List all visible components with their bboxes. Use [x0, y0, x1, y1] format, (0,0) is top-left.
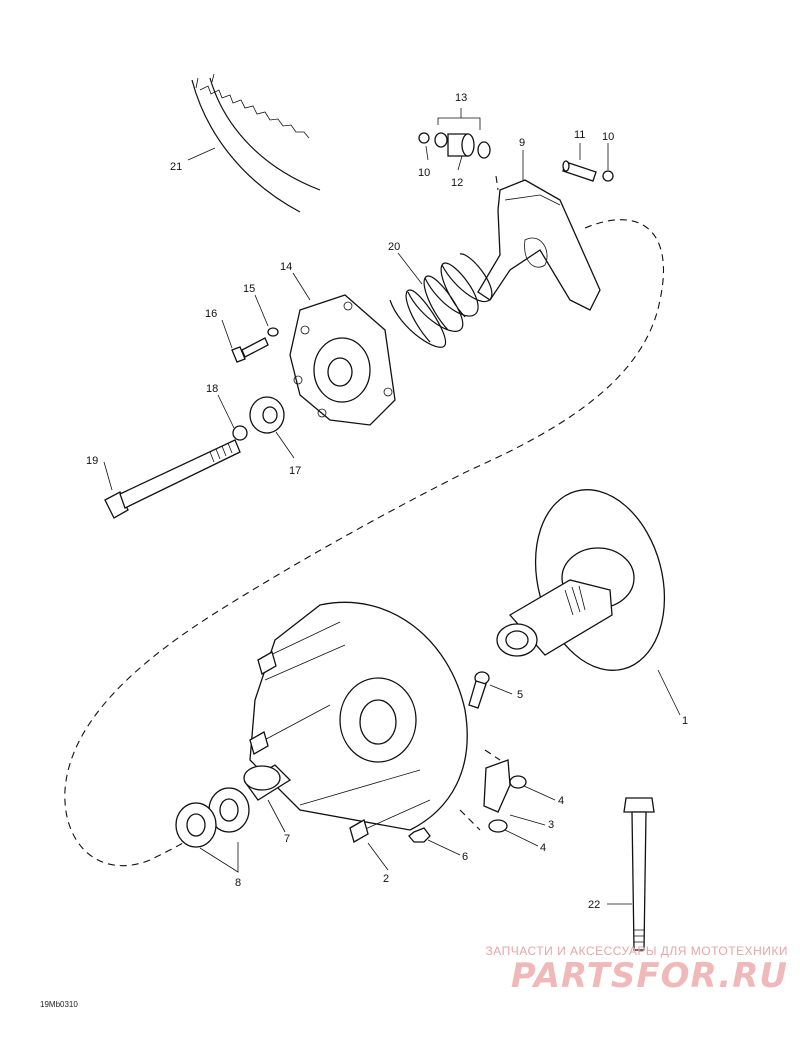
roller-set	[408, 749, 527, 843]
roller-pin	[562, 160, 614, 182]
callout-5: 5	[517, 689, 523, 701]
bushing-washers	[175, 764, 292, 848]
watermark-logo: PARTSFOR.RU	[510, 956, 788, 996]
drive-belt	[191, 73, 321, 213]
sliding-sheave	[496, 489, 666, 671]
callout-2: 2	[383, 873, 389, 885]
watermark-tagline: ЗАПЧАСТИ И АКСЕССУАРЫ ДЛЯ МОТОТЕХНИКИ	[485, 944, 788, 958]
document-code: 19Mb0310	[40, 1000, 78, 1009]
callout-12: 12	[451, 177, 463, 189]
callout-20: 20	[388, 241, 400, 253]
callout-10a: 10	[418, 167, 430, 179]
clutch-spring	[389, 253, 493, 348]
callout-3: 3	[548, 819, 554, 831]
callout-10b: 10	[602, 131, 614, 143]
spider-arm	[477, 175, 601, 311]
callout-labels: 1 2 3 4 4 5 6 7 8 9 10 10 11 12 13 14 15…	[86, 92, 688, 911]
callout-1: 1	[682, 715, 688, 727]
pulley-screw	[468, 671, 490, 709]
cover-plate	[289, 294, 396, 426]
callout-6: 6	[462, 851, 468, 863]
watermark: ЗАПЧАСТИ И АКСЕССУАРЫ ДЛЯ МОТОТЕХНИКИ PA…	[468, 944, 788, 994]
leader-lines	[103, 143, 681, 905]
callout-21: 21	[170, 161, 182, 173]
callout-19: 19	[86, 455, 98, 467]
assembly-boundary	[64, 219, 665, 867]
callout-15: 15	[243, 283, 255, 295]
fixed-sheave	[249, 601, 468, 843]
long-bolt	[623, 797, 655, 951]
callout-13: 13	[455, 92, 467, 104]
center-bolt-group	[104, 396, 285, 519]
pin-bushing-group	[418, 108, 491, 159]
callout-4a: 4	[558, 795, 564, 807]
callout-16: 16	[205, 308, 217, 320]
callout-4b: 4	[540, 842, 546, 854]
callout-11: 11	[574, 129, 585, 141]
callout-18: 18	[206, 383, 218, 395]
cover-bolt	[231, 327, 279, 363]
callout-17: 17	[289, 465, 301, 477]
callout-7: 7	[284, 833, 290, 845]
callout-14: 14	[280, 261, 292, 273]
callout-22: 22	[588, 899, 600, 911]
callout-9: 9	[519, 137, 525, 149]
callout-8: 8	[235, 877, 241, 889]
